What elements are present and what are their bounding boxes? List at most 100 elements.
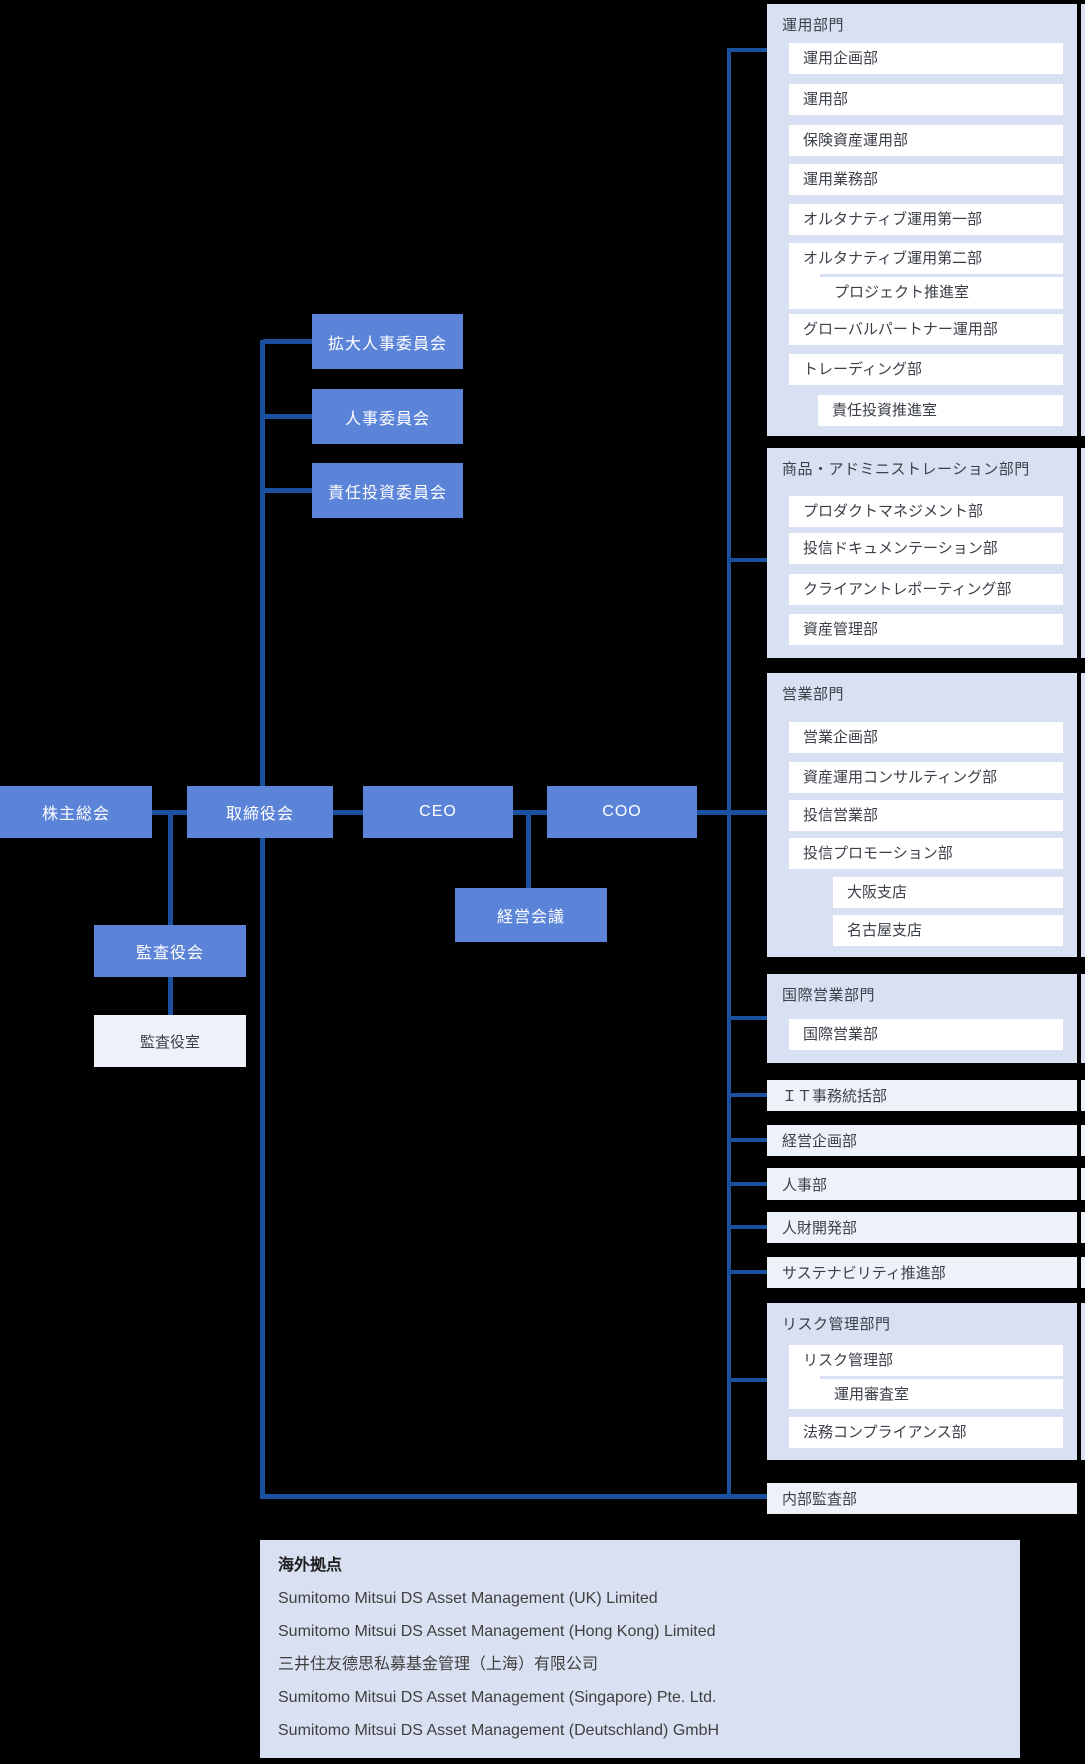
cropped-neighbor-column xyxy=(1081,1125,1085,1156)
dept-investment-operations: 運用業務部 xyxy=(789,164,1063,195)
dept-label: 人事部 xyxy=(782,1176,828,1194)
section-title: 商品・アドミニストレーション部門 xyxy=(782,461,1030,478)
dept-sustainability-promotion: サステナビリティ推進部 xyxy=(767,1257,1077,1288)
dept-label: 人財開発部 xyxy=(782,1220,858,1237)
connector-stub-it xyxy=(729,1093,767,1097)
dept-sales-planning: 営業企画部 xyxy=(789,722,1063,753)
node-label: COO xyxy=(602,803,642,820)
node-audit-office: 監査役室 xyxy=(94,1015,246,1067)
node-coo: COO xyxy=(547,786,697,838)
node-label: 株主総会 xyxy=(41,806,110,823)
connector-audit-office-drop xyxy=(168,977,173,1020)
connector-committee-2-stub xyxy=(263,414,312,419)
dept-corporate-planning: 経営企画部 xyxy=(767,1125,1077,1156)
dept-osaka-branch: 大阪支店 xyxy=(833,877,1063,908)
overseas-company: 三井住友德思私募基金管理（上海）有限公司 xyxy=(278,1656,599,1673)
dept-fund-promotion: 投信プロモーション部 xyxy=(789,838,1063,869)
dept-asset-administration: 資産管理部 xyxy=(789,614,1063,645)
connector-internal-audit-long xyxy=(260,1494,767,1499)
connector-stub-risk xyxy=(729,1378,767,1382)
connector-board-vertical-trunk xyxy=(260,340,265,1499)
dept-internal-audit: 内部監査部 xyxy=(767,1483,1077,1514)
node-audit-and-supervisory-board: 監査役会 xyxy=(94,925,246,977)
dept-asset-management-consulting: 資産運用コンサルティング部 xyxy=(789,762,1063,793)
node-label: 監査役室 xyxy=(139,1033,200,1051)
connector-board-ceo xyxy=(333,810,363,815)
cropped-neighbor-column xyxy=(1081,1080,1085,1111)
cropped-neighbor-column xyxy=(1081,4,1085,436)
connector-shareholders-board xyxy=(152,810,187,815)
connector-committee-3-stub xyxy=(263,488,312,493)
node-committee-expanded-hr: 拡大人事委員会 xyxy=(312,314,463,369)
cropped-neighbor-column xyxy=(1081,1257,1085,1288)
dept-project-promotion-office: プロジェクト推進室 xyxy=(820,277,1063,308)
section-title: 国際営業部門 xyxy=(782,987,876,1004)
nested-gap xyxy=(820,1376,1063,1379)
dept-investment-review-office: 運用審査室 xyxy=(820,1379,1063,1409)
overseas-offices-panel: 海外拠点 Sumitomo Mitsui DS Asset Management… xyxy=(260,1540,1020,1758)
dept-trading: トレーディング部 xyxy=(789,354,1063,385)
dept-label: 内部監査部 xyxy=(782,1491,858,1508)
overseas-company: Sumitomo Mitsui DS Asset Management (Deu… xyxy=(278,1722,720,1739)
dept-human-resources: 人事部 xyxy=(767,1168,1077,1200)
dept-global-partner: グローバルパートナー運用部 xyxy=(789,314,1063,345)
connector-stub-sustainability xyxy=(729,1270,767,1274)
node-board-of-directors: 取締役会 xyxy=(187,786,333,838)
connector-right-trunk xyxy=(727,48,731,1499)
section-title: 運用部門 xyxy=(782,17,845,34)
dept-legal-compliance: 法務コンプライアンス部 xyxy=(789,1417,1063,1448)
node-label: 監査役会 xyxy=(135,945,204,962)
cropped-neighbor-column xyxy=(1081,1303,1085,1460)
overseas-company: Sumitomo Mitsui DS Asset Management (Hon… xyxy=(278,1623,716,1640)
dept-product-management: プロダクトマネジメント部 xyxy=(789,496,1063,527)
node-committee-hr: 人事委員会 xyxy=(312,389,463,444)
cropped-neighbor-column xyxy=(1081,974,1085,1063)
node-shareholders-meeting: 株主総会 xyxy=(0,786,152,838)
dept-human-capital-development: 人財開発部 xyxy=(767,1212,1077,1243)
connector-ceo-coo xyxy=(513,810,547,815)
cropped-neighbor-column xyxy=(1081,673,1085,957)
dept-insurance-asset: 保険資産運用部 xyxy=(789,125,1063,156)
dept-investment-planning: 運用企画部 xyxy=(789,43,1063,74)
connector-audit-board-drop xyxy=(168,813,173,925)
dept-investment: 運用部 xyxy=(789,84,1063,115)
dept-fund-documentation: 投信ドキュメンテーション部 xyxy=(789,533,1063,564)
connector-stub-corporate-planning xyxy=(729,1138,767,1142)
dept-label: 経営企画部 xyxy=(782,1133,858,1150)
node-label: CEO xyxy=(419,803,457,820)
dept-it-administration: ＩＴ事務統括部 xyxy=(767,1080,1077,1111)
section-title: 営業部門 xyxy=(782,686,845,703)
connector-coo-right-trunk xyxy=(697,810,767,815)
dept-client-reporting: クライアントレポーティング部 xyxy=(789,574,1063,605)
connector-stub-hr-dev xyxy=(729,1225,767,1229)
cropped-neighbor-column xyxy=(1081,1212,1085,1243)
connector-stub-investment xyxy=(729,48,767,52)
section-title: リスク管理部門 xyxy=(782,1316,891,1333)
dept-alternative-1: オルタナティブ運用第一部 xyxy=(789,204,1063,235)
node-committee-responsible-investment: 責任投資委員会 xyxy=(312,463,463,518)
node-label: 経営会議 xyxy=(496,909,565,926)
node-ceo: CEO xyxy=(363,786,513,838)
node-label: 人事委員会 xyxy=(344,410,430,428)
overseas-company: Sumitomo Mitsui DS Asset Management (Sin… xyxy=(278,1689,717,1706)
node-label: 拡大人事委員会 xyxy=(327,335,447,353)
connector-stub-hr xyxy=(729,1182,767,1186)
node-management-meeting: 経営会議 xyxy=(455,888,607,942)
dept-label: ＩＴ事務統括部 xyxy=(782,1088,888,1105)
connector-management-meeting-drop xyxy=(526,813,531,888)
connector-stub-product-admin xyxy=(729,558,767,562)
dept-nagoya-branch: 名古屋支店 xyxy=(833,915,1063,946)
overseas-company: Sumitomo Mitsui DS Asset Management (UK)… xyxy=(278,1590,658,1607)
overseas-title: 海外拠点 xyxy=(278,1557,343,1574)
dept-label: サステナビリティ推進部 xyxy=(782,1265,946,1282)
connector-committee-1-stub xyxy=(263,339,312,344)
cropped-neighbor-column xyxy=(1081,448,1085,658)
dept-international-sales: 国際営業部 xyxy=(789,1019,1063,1050)
dept-fund-sales: 投信営業部 xyxy=(789,800,1063,831)
node-label: 責任投資委員会 xyxy=(327,484,447,502)
cropped-neighbor-column xyxy=(1081,1168,1085,1200)
connector-stub-intl-sales xyxy=(729,1016,767,1020)
nested-gap xyxy=(820,274,1063,277)
node-label: 取締役会 xyxy=(225,806,294,823)
